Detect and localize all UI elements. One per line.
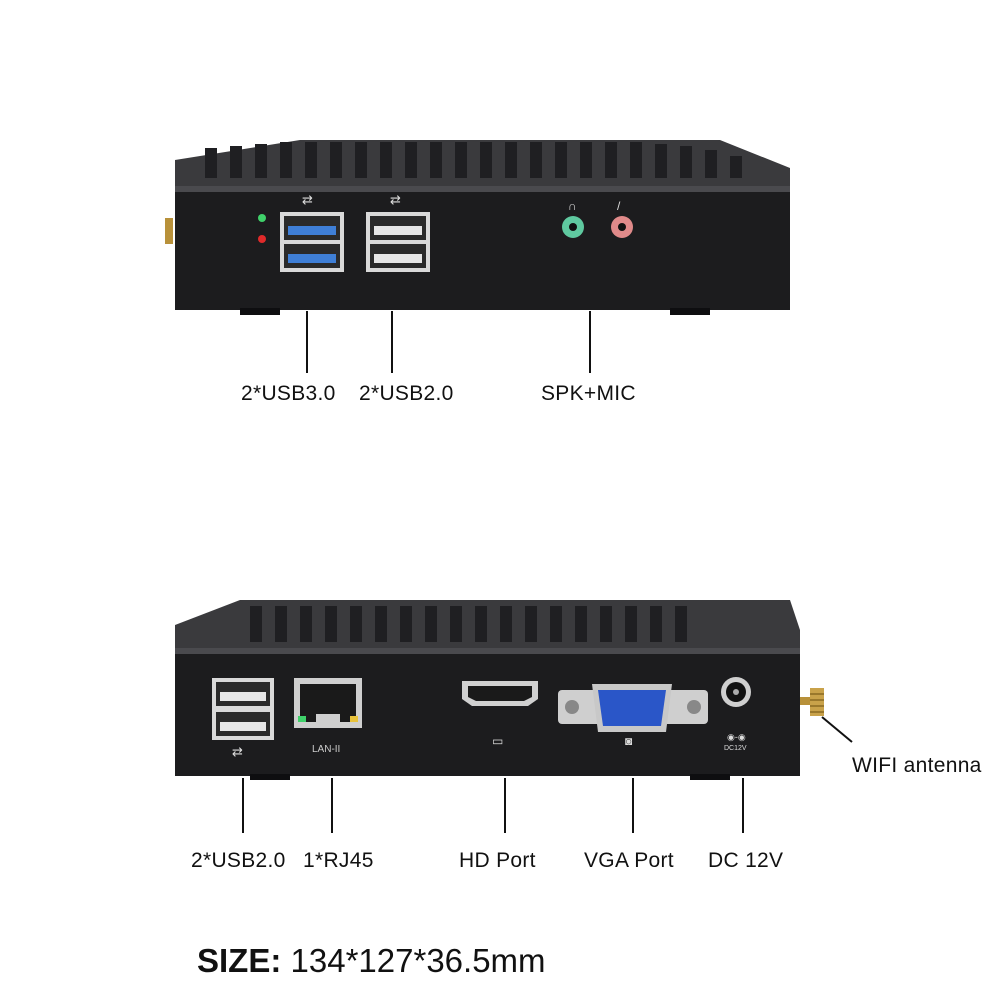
size-caption: SIZE: 134*127*36.5mm xyxy=(197,942,546,980)
label-rear-rj45: 1*RJ45 xyxy=(303,849,374,872)
size-prefix: SIZE: xyxy=(197,942,282,979)
usb2-rear-ports[interactable] xyxy=(212,678,274,740)
leader-front-usb2 xyxy=(391,311,393,373)
wifi-antenna-connector[interactable] xyxy=(800,688,824,716)
leader-rear-rj45 xyxy=(331,778,333,833)
leader-front-usb3 xyxy=(306,311,308,373)
label-rear-dc: DC 12V xyxy=(708,849,784,872)
label-rear-vga: VGA Port xyxy=(584,849,674,872)
leader-front-audio xyxy=(589,311,591,373)
vga-port[interactable] xyxy=(558,684,708,732)
label-wifi-antenna: WIFI antenna xyxy=(852,754,982,777)
vga-icon: ◙ xyxy=(625,734,632,748)
rj45-port[interactable] xyxy=(294,678,362,728)
dc-port-text: DC12V xyxy=(724,745,747,752)
label-front-audio: SPK+MIC xyxy=(541,382,636,405)
label-rear-hd: HD Port xyxy=(459,849,536,872)
leader-rear-dc xyxy=(742,778,744,833)
front-mini-pc-image: ⇄ ⇄ ∩ / xyxy=(165,140,790,315)
front-heatsink-fins xyxy=(175,140,790,192)
hdmi-port[interactable] xyxy=(462,681,538,706)
headphone-icon: ∩ xyxy=(568,199,577,213)
usb-icon: ⇄ xyxy=(302,193,313,208)
label-front-usb30: 2*USB3.0 xyxy=(241,382,336,405)
led-green-icon xyxy=(258,214,266,222)
leader-rear-usb2 xyxy=(242,778,244,833)
usb-icon: ⇄ xyxy=(232,745,243,760)
mic-icon: / xyxy=(617,199,621,213)
size-value: 134*127*36.5mm xyxy=(290,942,546,979)
led-red-icon xyxy=(258,235,266,243)
dc-jack[interactable] xyxy=(721,677,751,707)
usb3-ports[interactable] xyxy=(280,212,344,272)
hdmi-icon: ▭ xyxy=(492,734,503,748)
usb-icon: ⇄ xyxy=(390,193,401,208)
label-rear-usb20: 2*USB2.0 xyxy=(191,849,286,872)
usb2-front-ports[interactable] xyxy=(366,212,430,272)
label-front-usb20: 2*USB2.0 xyxy=(359,382,454,405)
leader-wifi xyxy=(821,716,853,743)
front-chassis xyxy=(175,186,790,310)
lan-port-text: LAN-II xyxy=(312,744,340,755)
rear-heatsink-fins xyxy=(175,600,800,652)
leader-rear-hd xyxy=(504,778,506,833)
leader-rear-vga xyxy=(632,778,634,833)
dc-polarity-icon: ◉-◉ xyxy=(727,732,746,742)
